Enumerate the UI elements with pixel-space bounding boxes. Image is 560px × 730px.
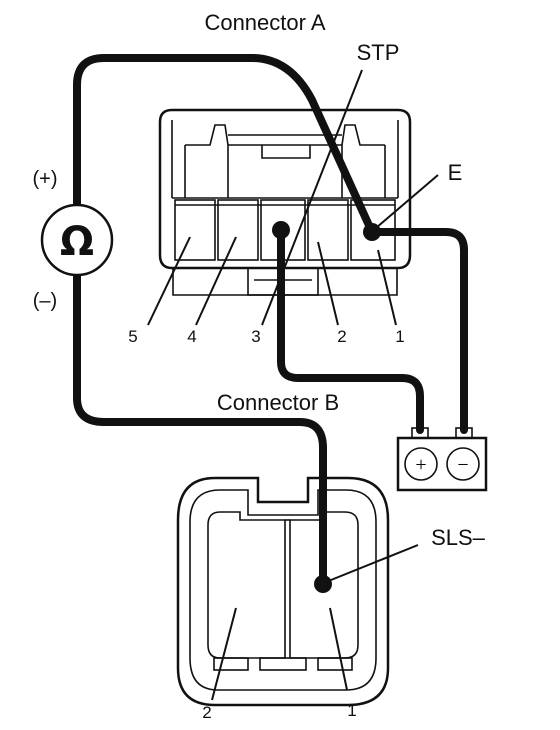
sls-label: SLS– xyxy=(431,525,486,550)
connector-a-terminal-5: 5 xyxy=(128,327,137,346)
terminal-2-leader xyxy=(317,241,339,326)
connector-b-terminal-1: 1 xyxy=(347,701,356,720)
stp-label: STP xyxy=(357,40,400,65)
ohmmeter-negative-lead xyxy=(73,264,327,586)
b-terminal-1-leader xyxy=(329,607,348,691)
ohmmeter-positive-lead xyxy=(73,54,376,236)
sls-leader-line xyxy=(325,544,419,583)
battery-negative-lead xyxy=(368,228,468,434)
connector-a-terminal-3: 3 xyxy=(251,327,260,346)
connector-a-terminal-2: 2 xyxy=(337,327,346,346)
connector-a-terminal-4: 4 xyxy=(187,327,196,346)
battery-positive-lead xyxy=(277,226,424,434)
battery-minus-symbol: − xyxy=(457,454,468,476)
ohmmeter-negative-label: (–) xyxy=(33,290,57,312)
probe-point-terminal-3 xyxy=(272,221,290,239)
ohmmeter-positive-label: (+) xyxy=(33,168,58,190)
stp-leader-line xyxy=(261,69,363,326)
connector-a-title: Connector A xyxy=(204,10,325,35)
b-terminal-2-leader xyxy=(211,607,237,701)
wires xyxy=(73,54,468,593)
probe-point-connector-b-terminal-1 xyxy=(314,575,332,593)
connector-b xyxy=(176,476,390,707)
terminal-1-leader xyxy=(377,249,397,326)
battery: + − xyxy=(396,427,488,492)
e-leader-line xyxy=(375,174,439,229)
terminal-4-leader xyxy=(195,236,237,326)
terminal-5-leader xyxy=(147,236,191,326)
battery-plus-symbol: + xyxy=(415,454,426,476)
connector-a-terminal-1: 1 xyxy=(395,327,404,346)
connector-b-terminal-2: 2 xyxy=(202,703,211,722)
connector-b-title: Connector B xyxy=(217,390,339,415)
ohmmeter: Ω (+) (–) xyxy=(33,168,114,312)
e-label: E xyxy=(448,160,463,185)
ohm-symbol-icon: Ω xyxy=(60,219,94,265)
